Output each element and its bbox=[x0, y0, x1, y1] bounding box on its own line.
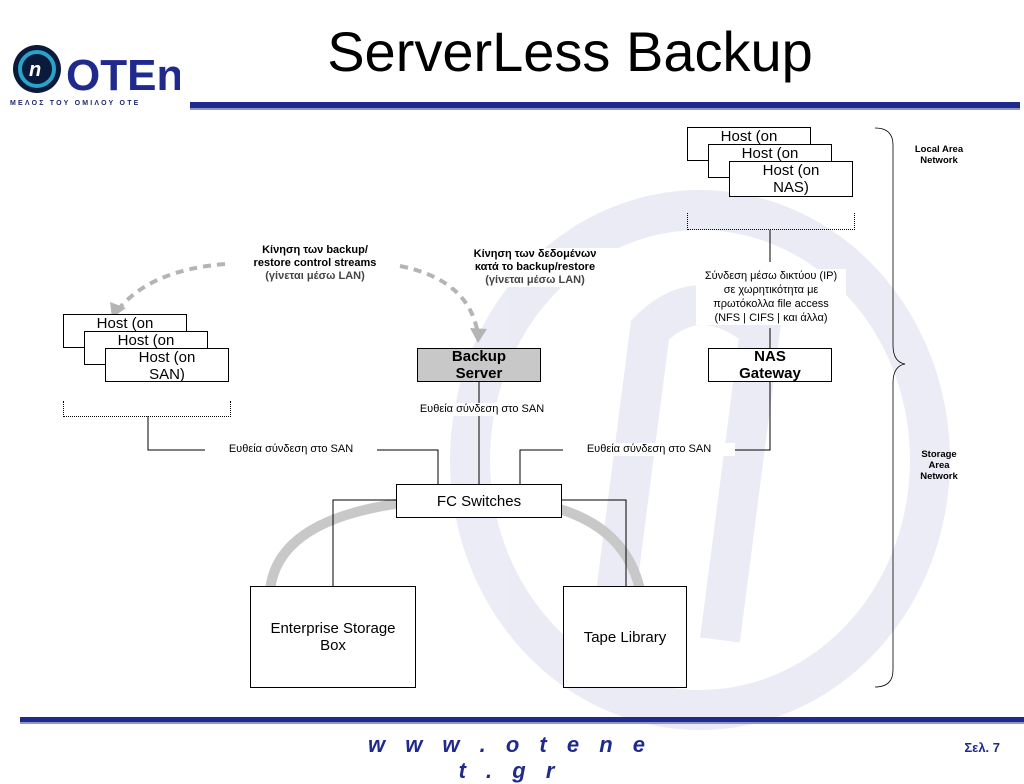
san-host-3: Host (on SAN) bbox=[105, 348, 229, 383]
logo-tagline: ΜΕΛΟΣ ΤΟΥ ΟΜΙΛΟΥ ΟΤΕ bbox=[10, 100, 141, 107]
nas-gateway-box: NAS Gateway bbox=[708, 348, 832, 382]
header-rule bbox=[190, 102, 1020, 108]
footer-rule bbox=[20, 717, 1024, 722]
svg-text:n: n bbox=[29, 59, 41, 81]
footer-rule-thin bbox=[20, 722, 1024, 724]
fc-switches-box: FC Switches bbox=[396, 484, 562, 518]
lan-host-3: Host (on NAS) bbox=[729, 161, 853, 197]
lan-brace bbox=[874, 127, 906, 384]
san-hosts-group-bracket bbox=[63, 401, 231, 417]
san-brace bbox=[874, 383, 894, 688]
data-stream-arrowhead bbox=[470, 328, 487, 343]
backup-server-box: Backup Server bbox=[417, 348, 541, 382]
data-stream-note: Κίνηση των δεδομένων κατά το backup/rest… bbox=[450, 248, 620, 287]
header-rule-thin bbox=[190, 108, 1020, 110]
slide-number: Σελ. 7 bbox=[964, 740, 1000, 755]
san-link-label-left: Ευθεία σύνδεση στο SAN bbox=[205, 443, 377, 456]
enterprise-storage-box: Enterprise Storage Box bbox=[250, 586, 416, 688]
san-link-label-center: Ευθεία σύνδεση στο SAN bbox=[396, 403, 568, 416]
lan-hosts-group-bracket bbox=[687, 213, 855, 230]
fc-to-storage-line bbox=[332, 499, 396, 586]
data-stream-arrow bbox=[399, 264, 480, 336]
diagram-canvas bbox=[110, 127, 950, 730]
control-stream-note: Κίνηση των backup/ restore control strea… bbox=[253, 244, 377, 282]
san-label: Storage Area Network bbox=[920, 449, 958, 482]
slide-title: ServerLess Backup bbox=[327, 20, 813, 83]
control-stream-arrow bbox=[116, 262, 226, 312]
fc-to-tape-line bbox=[562, 499, 627, 586]
tape-library-box: Tape Library bbox=[563, 586, 687, 688]
footer-url: w w w . o t e n e t . g r bbox=[367, 732, 653, 783]
lan-label: Local Area Network bbox=[914, 144, 964, 166]
nas-connection-label: Σύνδεση μέσω δικτύου (IP) σε χωρητικότητ… bbox=[696, 269, 846, 325]
san-link-label-right: Ευθεία σύνδεση στο SAN bbox=[563, 443, 735, 456]
